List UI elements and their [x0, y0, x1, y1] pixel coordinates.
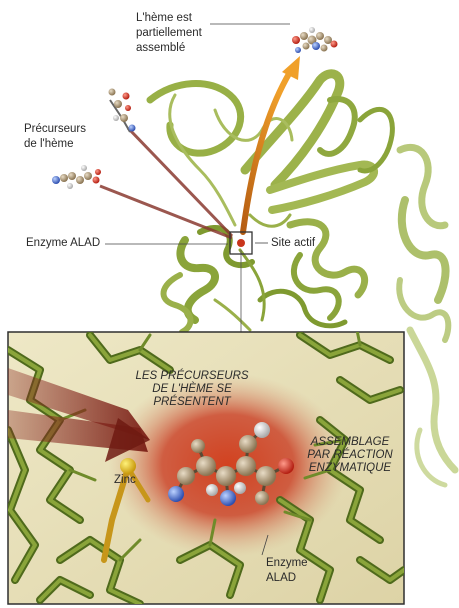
precursor-molecule-1 — [109, 89, 136, 133]
inset-label-assembly: ASSEMBLAGE PAR RÉACTION ENZYMATIQUE — [290, 436, 410, 475]
inset-label-zinc-text: Zinc — [114, 473, 136, 488]
inset-label-zinc: Zinc — [114, 473, 136, 488]
inset-label-enzyme-alad: Enzyme ALAD — [266, 556, 308, 586]
inset-label-assembly-line1: ASSEMBLAGE — [290, 436, 410, 449]
label-heme-assembled: L'hème est partiellement assemblé — [136, 11, 202, 56]
partial-heme-molecule — [292, 27, 338, 53]
label-heme-assembled-line1: L'hème est — [136, 11, 202, 26]
label-enzyme-alad-text: Enzyme ALAD — [26, 236, 100, 251]
label-active-site-text: Site actif — [271, 236, 315, 251]
inset-label-precursors-line3: PRÉSENTENT — [112, 396, 272, 409]
label-precursors: Précurseurs de l'hème — [24, 122, 86, 152]
precursor-molecule-2 — [52, 165, 101, 189]
active-site-dot — [237, 239, 245, 247]
inset-label-precursors: LES PRÉCURSEURS DE L'HÈME SE PRÉSENTENT — [112, 370, 272, 409]
label-precursors-line2: de l'hème — [24, 137, 86, 152]
label-enzyme-alad: Enzyme ALAD — [26, 236, 100, 251]
label-heme-assembled-line2: partiellement — [136, 26, 202, 41]
inset-label-assembly-line2: PAR RÉACTION — [290, 449, 410, 462]
label-active-site: Site actif — [271, 236, 315, 251]
inset-label-precursors-line1: LES PRÉCURSEURS — [112, 370, 272, 383]
label-heme-assembled-line3: assemblé — [136, 41, 202, 56]
inset-label-enzyme-line1: Enzyme — [266, 556, 308, 571]
inset-label-enzyme-line2: ALAD — [266, 571, 308, 586]
label-precursors-line1: Précurseurs — [24, 122, 86, 137]
inset-label-precursors-line2: DE L'HÈME SE — [112, 383, 272, 396]
inset-label-assembly-line3: ENZYMATIQUE — [290, 462, 410, 475]
